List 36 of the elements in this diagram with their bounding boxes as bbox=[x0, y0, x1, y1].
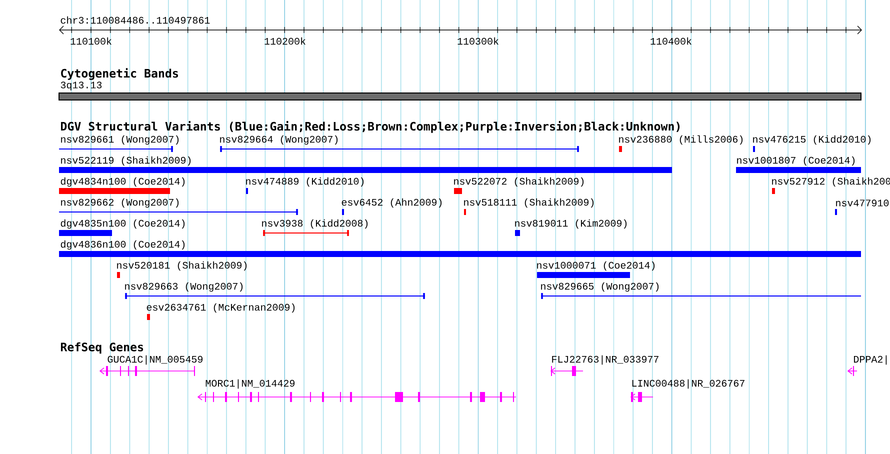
variant-label: nsv829661 (Wong2007) bbox=[61, 135, 179, 145]
gene-label: MORC1|NM_014429 bbox=[206, 379, 295, 389]
variant-label: nsv236880 (Mills2006) bbox=[619, 135, 743, 145]
axis-tick-label: 110200k bbox=[264, 37, 306, 45]
variant-label: nsv829663 (Wong2007) bbox=[125, 282, 243, 292]
variant-label: nsv520181 (Shaikh2009) bbox=[117, 261, 247, 271]
variant-label: nsv829664 (Wong2007) bbox=[220, 135, 338, 145]
variant-label: nsv1001807 (Coe2014) bbox=[737, 156, 855, 166]
variant-label: nsv1000071 (Coe2014) bbox=[537, 261, 655, 271]
variant-label: esv6452 (Ahn2009) bbox=[342, 198, 442, 208]
variant-label: nsv476215 (Kidd2010) bbox=[753, 135, 871, 145]
track-title: Cytogenetic Bands bbox=[61, 68, 178, 80]
variant-label: dgv4834n100 (Coe2014) bbox=[60, 177, 185, 187]
band-label: 3q13.13 bbox=[60, 82, 102, 90]
variant-label: nsv522072 (Shaikh2009) bbox=[454, 177, 584, 187]
track-title: DGV Structural Variants (Blue:Gain;Red:Loss;Brown:Complex;Purple:Inversion;Black:Unknown) bbox=[61, 121, 680, 133]
variant-label: nsv3938 (Kidd2008) bbox=[262, 219, 368, 229]
variant-label: nsv522119 (Shaikh2009) bbox=[61, 156, 191, 166]
variant-label: nsv477910 bbox=[836, 200, 889, 206]
gene-label: FLJ22763|NR_033977 bbox=[552, 355, 658, 365]
variant-label: nsv518111 (Shaikh2009) bbox=[464, 198, 594, 208]
variant-label: esv2634761 (McKernan2009) bbox=[146, 303, 295, 313]
gene-label: LINC00488|NR_026767 bbox=[632, 379, 744, 389]
variant-label: dgv4835n100 (Coe2014) bbox=[60, 219, 185, 229]
variant-label: nsv829662 (Wong2007) bbox=[61, 198, 179, 208]
axis-tick-label: 110100k bbox=[70, 37, 112, 45]
axis-tick-label: 110300k bbox=[458, 37, 498, 45]
coordinate-label: chr3:110084486..110497861 bbox=[60, 16, 210, 24]
variant-label: dgv4836n100 (Coe2014) bbox=[60, 240, 185, 250]
track-title: RefSeq Genes bbox=[60, 342, 144, 354]
variant-label: nsv829665 (Wong2007) bbox=[541, 282, 659, 292]
variant-label: nsv819011 (Kim2009) bbox=[515, 219, 627, 229]
gene-label: GUCA1C|NM_005459 bbox=[108, 355, 203, 365]
axis-tick-label: 110400k bbox=[650, 37, 692, 45]
variant-label: nsv474889 (Kidd2010) bbox=[246, 177, 364, 187]
gene-label: DPPA2| bbox=[854, 355, 887, 365]
